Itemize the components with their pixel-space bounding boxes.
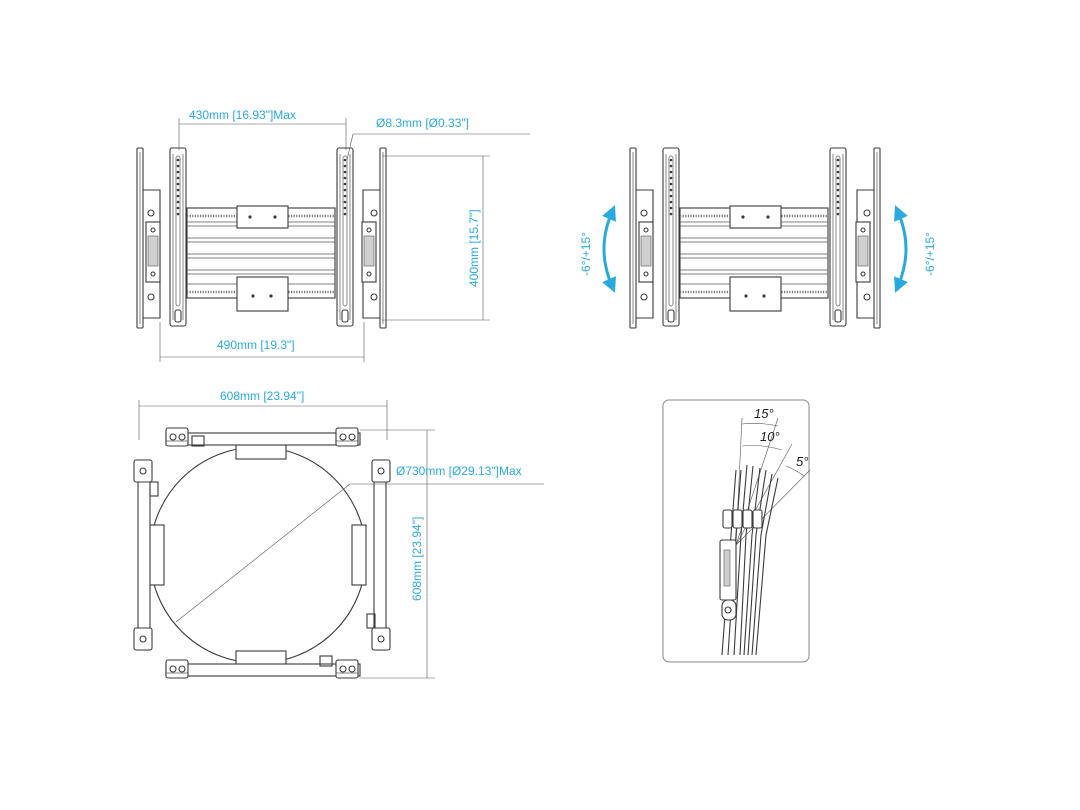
tilt-right-range-label: -6°/+15°	[923, 232, 937, 276]
top-view-dimensions	[138, 400, 544, 679]
tilt-arrow-left-icon	[602, 205, 616, 293]
tilt-arrow-right-icon	[894, 205, 908, 293]
angle-5-label: 5°	[796, 454, 808, 469]
tilt-view-drawing	[629, 147, 881, 329]
top-height-label: 608mm [23.94"]	[410, 517, 424, 601]
front-width-label: 490mm [19.3"]	[217, 338, 295, 352]
front-view-drawing	[136, 147, 387, 329]
front-height-label: 400mm [15.7"]	[467, 209, 481, 287]
top-width-label: 608mm [23.94"]	[220, 389, 304, 403]
tilt-left-range-label: -6°/+15°	[579, 232, 593, 276]
front-view-dimensions	[159, 118, 530, 362]
front-width-max-label: 430mm [16.93"]Max	[189, 108, 296, 122]
top-view-drawing	[133, 427, 391, 679]
angle-10-label: 10°	[760, 429, 780, 444]
ring-diameter-label: Ø730mm [Ø29.13"]Max	[396, 464, 522, 478]
hole-diameter-label: Ø8.3mm [Ø0.33"]	[376, 116, 469, 130]
side-angle-panel	[662, 399, 811, 663]
angle-15-label: 15°	[754, 406, 774, 421]
